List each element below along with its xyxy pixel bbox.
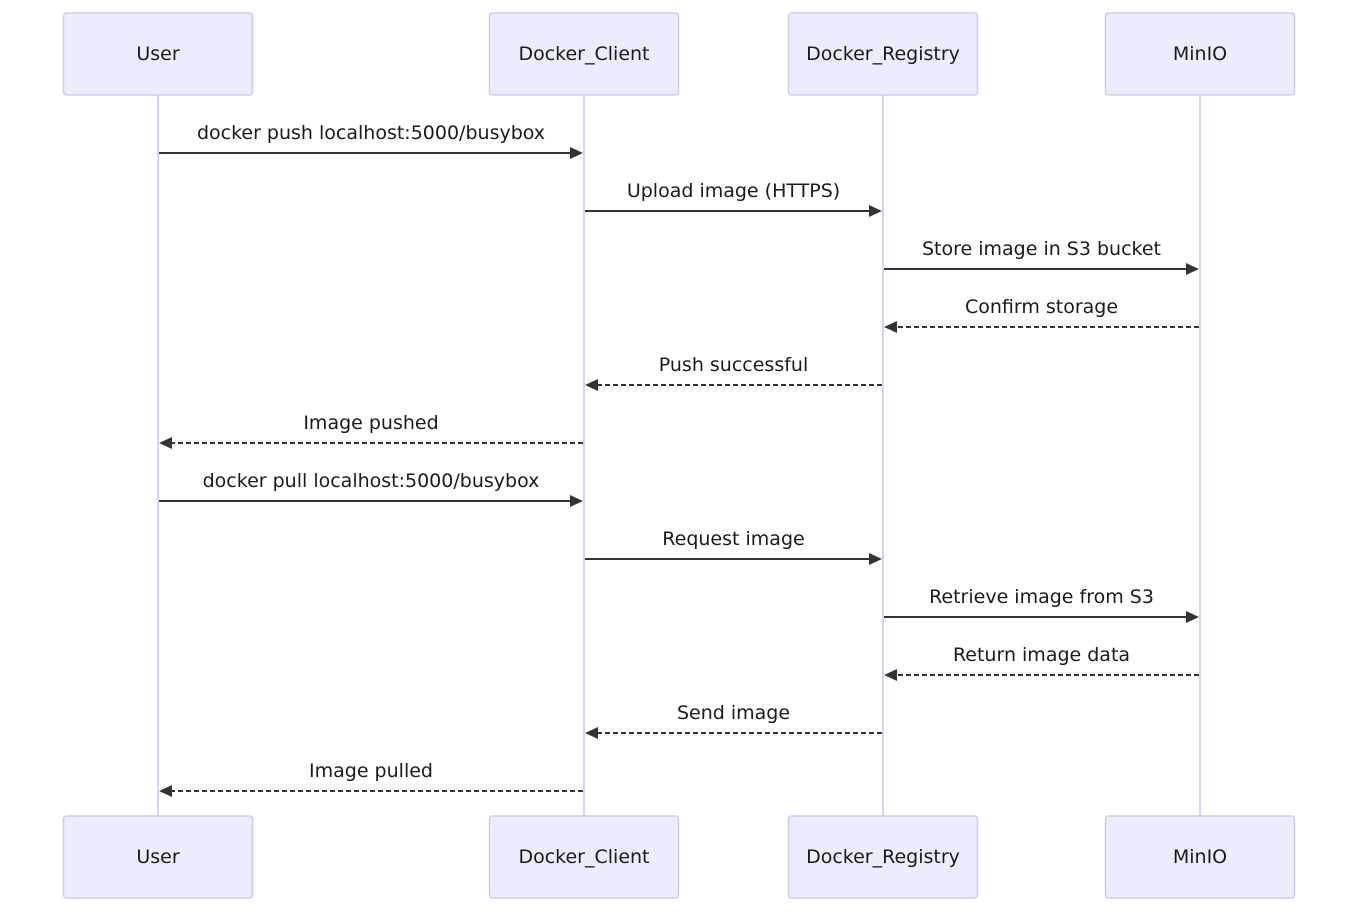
message-label: Upload image (HTTPS) [627,180,840,202]
participant-user-bottom[interactable]: User [62,815,254,899]
message-label: Image pulled [309,760,433,782]
message-10: Return image data [884,644,1199,681]
participant-box [787,12,979,96]
arrowhead-icon [1186,263,1199,275]
participant-label: Docker_Registry [806,43,960,65]
participant-label: User [136,43,179,65]
message-label: Retrieve image from S3 [929,586,1154,608]
message-5: Push successful [585,354,882,391]
arrowhead-icon [869,205,882,217]
lifelines [157,95,1201,816]
participant-box [1104,12,1296,96]
message-label: docker push localhost:5000/busybox [197,122,545,144]
participant-box [62,815,254,899]
message-label: Send image [677,702,790,724]
arrowhead-icon [570,147,583,159]
participant-minio-top[interactable]: MinIO [1104,12,1296,96]
message-4: Confirm storage [884,296,1199,333]
participant-label: MinIO [1173,43,1227,65]
participant-box [62,12,254,96]
participant-label: MinIO [1173,846,1227,868]
message-label: Push successful [659,354,808,376]
participant-box [488,815,680,899]
participant-user-top[interactable]: User [62,12,254,96]
message-7: docker pull localhost:5000/busybox [159,470,583,507]
participant-registry-top[interactable]: Docker_Registry [787,12,979,96]
message-8: Request image [585,528,882,565]
participant-label: User [136,846,179,868]
participant-label: Docker_Client [518,43,649,65]
message-label: Store image in S3 bucket [922,238,1161,260]
message-1: docker push localhost:5000/busybox [159,122,583,159]
arrowhead-icon [1186,611,1199,623]
arrowhead-icon [159,437,172,449]
arrowhead-icon [570,495,583,507]
message-12: Image pulled [159,760,583,797]
participant-box [787,815,979,899]
arrowhead-icon [585,727,598,739]
message-label: Request image [662,528,804,550]
actors-top: User Docker_Client Docker_Registry MinIO [62,12,1296,96]
participant-client-top[interactable]: Docker_Client [488,12,680,96]
arrowhead-icon [869,553,882,565]
participant-box [488,12,680,96]
arrowhead-icon [884,321,897,333]
participant-registry-bottom[interactable]: Docker_Registry [787,815,979,899]
arrowhead-icon [159,785,172,797]
participant-label: Docker_Registry [806,846,960,868]
participant-client-bottom[interactable]: Docker_Client [488,815,680,899]
actors-bottom: User Docker_Client Docker_Registry MinIO [62,815,1296,899]
message-label: Confirm storage [965,296,1118,318]
message-11: Send image [585,702,882,739]
participant-label: Docker_Client [518,846,649,868]
participant-box [1104,815,1296,899]
arrowhead-icon [884,669,897,681]
messages: docker push localhost:5000/busyboxUpload… [159,122,1199,797]
message-9: Retrieve image from S3 [884,586,1199,623]
message-label: Return image data [953,644,1130,666]
message-label: docker pull localhost:5000/busybox [203,470,540,492]
arrowhead-icon [585,379,598,391]
message-2: Upload image (HTTPS) [585,180,882,217]
message-label: Image pushed [303,412,438,434]
participant-minio-bottom[interactable]: MinIO [1104,815,1296,899]
message-3: Store image in S3 bucket [884,238,1199,275]
message-6: Image pushed [159,412,583,449]
